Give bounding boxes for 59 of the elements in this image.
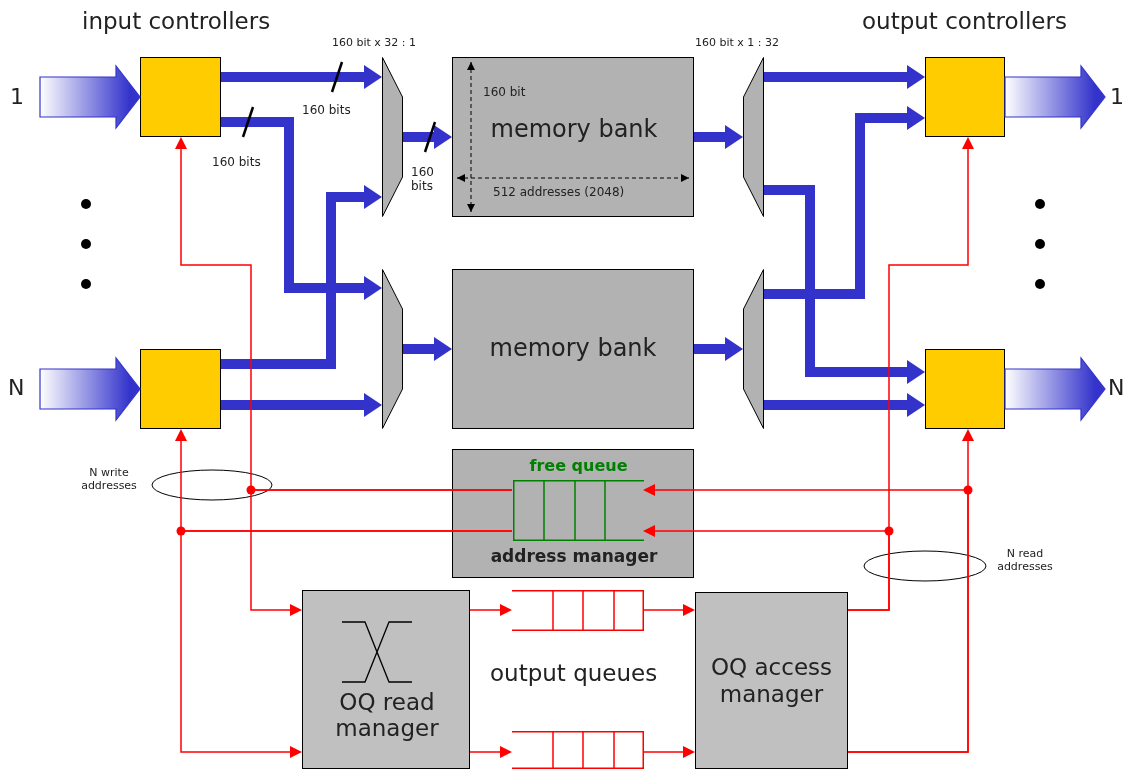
control-arrow: [469, 746, 512, 758]
data-bus-arrow: [221, 65, 382, 89]
port-number: N: [8, 375, 25, 401]
data-bus-arrow: [764, 185, 925, 384]
mux-ratio-label: 160 bit x 1 : 32: [695, 37, 780, 50]
section-heading: input controllers: [82, 8, 271, 35]
data-bus-arrow: [403, 337, 452, 361]
memory-bank-box: [452, 269, 694, 429]
port-number: N: [1108, 375, 1125, 401]
edge-label: 160 bits: [411, 166, 435, 194]
node-label: 160 bit: [483, 86, 526, 100]
controller-box: [925, 57, 1005, 137]
control-arrow: [250, 489, 513, 616]
annotation: N write addresses: [80, 467, 138, 493]
data-bus-arrow: [764, 65, 925, 89]
data-bus-arrow: [221, 117, 382, 300]
address-manager-box: [452, 449, 694, 578]
port-number: 1: [10, 84, 24, 110]
mux-ratio-label: 160 bit x 32 : 1: [332, 37, 417, 50]
control-arrow: [847, 429, 974, 753]
node-label: OQ read manager: [334, 689, 440, 742]
controller-box: [140, 57, 221, 137]
section-heading: output controllers: [862, 8, 1067, 35]
demultiplexer: [743, 269, 764, 429]
node-label: address manager: [489, 547, 659, 567]
control-arrow: [643, 746, 695, 758]
controller-box: [925, 349, 1005, 429]
node-label: OQ access manager: [710, 654, 833, 707]
node-label: memory bank: [489, 335, 657, 363]
data-bus-arrow: [694, 337, 743, 361]
section-heading: output queues: [490, 660, 658, 687]
data-bus-arrow: [403, 125, 452, 149]
data-bus-arrow: [764, 393, 925, 417]
edge-label: 160 bits: [302, 104, 351, 118]
read-manager-box: [302, 590, 470, 769]
port-number: 1: [1110, 84, 1124, 110]
node-label: free queue: [528, 457, 629, 476]
data-bus-arrow: [694, 125, 743, 149]
controller-box: [140, 349, 221, 429]
data-bus-arrow: [221, 185, 382, 369]
block-arrow: [1004, 356, 1106, 422]
output-queue: [512, 731, 644, 769]
block-arrow: [39, 356, 141, 422]
data-bus-arrow: [764, 106, 925, 299]
memory-bank-box: [452, 57, 694, 217]
multiplexer: [382, 269, 403, 429]
node-label: 512 addresses (2048): [493, 186, 625, 200]
control-arrow: [643, 604, 695, 616]
annotation: N read addresses: [996, 548, 1054, 574]
control-arrow: [469, 604, 512, 616]
node-label: memory bank: [489, 116, 659, 144]
block-arrow: [39, 64, 141, 130]
access-manager-box: [695, 592, 848, 769]
block-arrow: [1004, 64, 1106, 130]
control-arrow: [847, 137, 974, 611]
control-arrow: [180, 530, 513, 758]
output-queue: [512, 590, 644, 631]
data-bus-arrow: [221, 393, 382, 417]
edge-label: 160 bits: [212, 156, 261, 170]
